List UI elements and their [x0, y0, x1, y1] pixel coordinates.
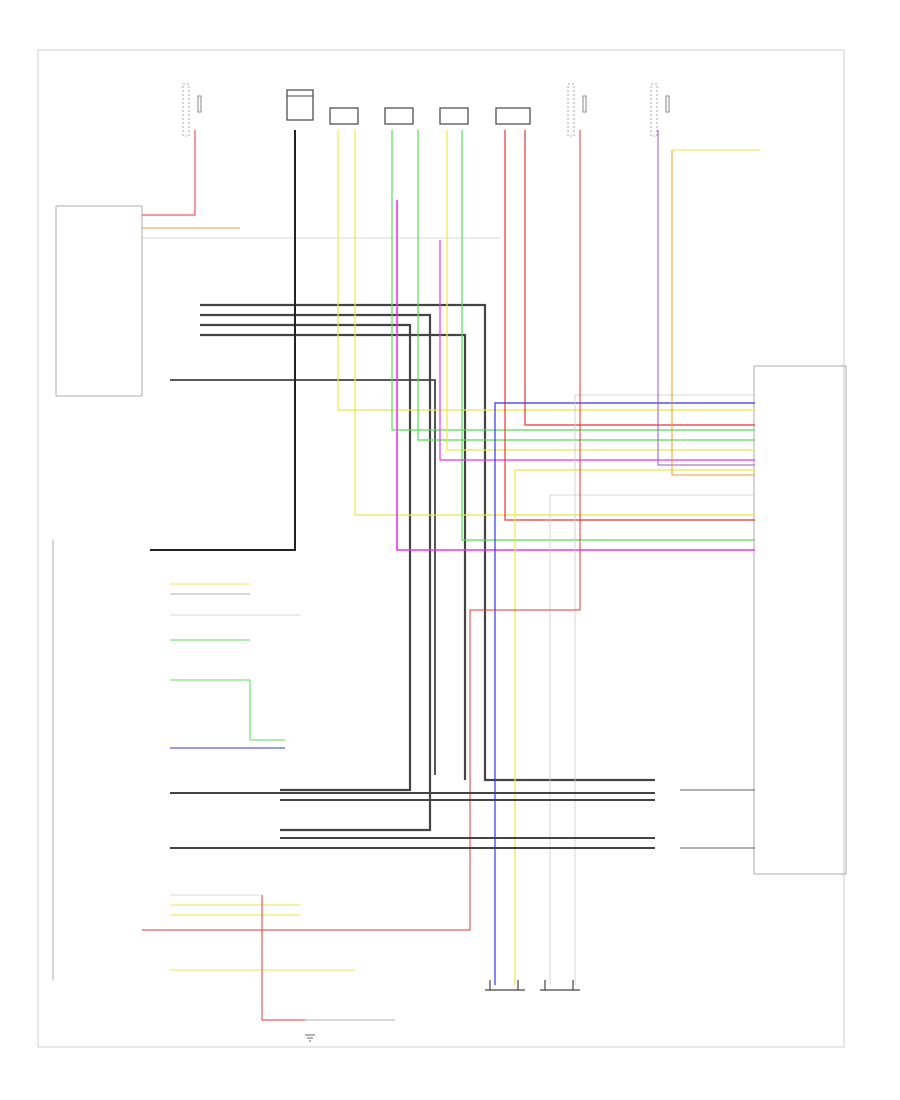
left-door-speaker — [439, 107, 469, 125]
fuse-left — [182, 83, 202, 137]
antenna — [286, 89, 314, 121]
wire-red-power-amp — [142, 130, 196, 216]
wire-blue-rear — [494, 402, 755, 985]
wire-purple-power — [657, 130, 755, 466]
wire-gray-rear-2 — [549, 494, 755, 985]
wire-red-power-radio — [142, 130, 581, 931]
fuse-icon — [197, 95, 202, 113]
wire-fiber-bundle-4 — [200, 333, 467, 780]
left-rear-speaker — [540, 980, 580, 991]
fuse-icon — [665, 95, 670, 113]
wire-gray-rear — [574, 394, 755, 985]
ground-icon — [305, 1034, 315, 1042]
wire-green-right-tweeter-2 — [417, 130, 755, 441]
wire-antenna-black — [150, 130, 296, 551]
right-door-speaker — [495, 107, 531, 125]
wire-fiber-bundle-2 — [200, 313, 432, 832]
wire-yellow-left-tweeter — [337, 130, 755, 411]
wire-green-door-left — [461, 130, 755, 541]
wire-magenta-door-left — [439, 240, 755, 461]
wire-fiber-bundle-1 — [200, 303, 655, 782]
wire-fiber-amp-low — [170, 379, 436, 775]
wire-orange-power — [671, 150, 755, 476]
wire-fiber-bundle-3 — [200, 323, 412, 792]
right-tweeter — [384, 107, 414, 125]
wire-fiber-right — [680, 789, 755, 849]
fuse-right — [567, 83, 670, 137]
wire-telephone-1 — [170, 679, 285, 741]
right-rear-speaker — [485, 980, 525, 991]
wire-yellow-door-left — [446, 130, 755, 451]
wire-yellow-rear — [514, 469, 755, 985]
wire-magenta-right-tweeter — [396, 200, 755, 551]
wire-yellow-left-tweeter-2 — [354, 130, 755, 516]
diagram-frame — [37, 49, 845, 1048]
wire-red-door-right — [504, 130, 755, 521]
left-tweeter — [329, 107, 359, 125]
radio-module — [753, 365, 847, 875]
wire-red-ground — [261, 895, 305, 1021]
fuse-icon — [582, 95, 587, 113]
amplifier-module — [55, 205, 143, 397]
wire-red-door-right-2 — [524, 130, 755, 426]
wire-green-right-tweeter — [391, 130, 755, 431]
